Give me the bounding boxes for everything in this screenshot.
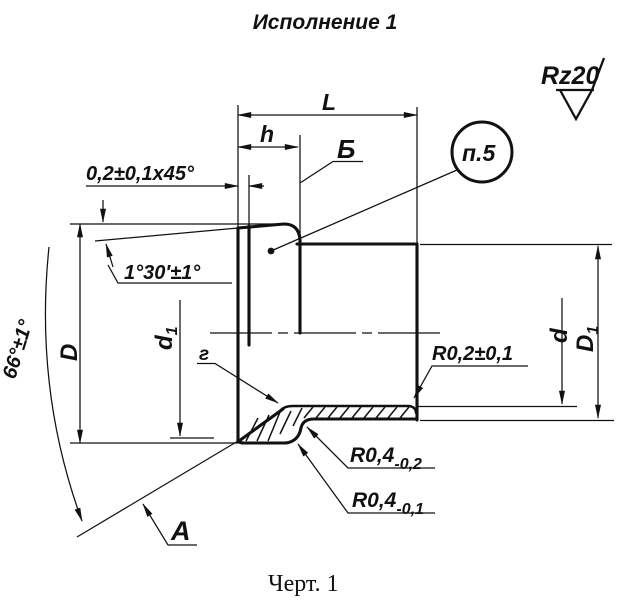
leader-dot: [267, 247, 275, 255]
leader-lines: [142, 160, 528, 546]
hatch-line: [279, 410, 292, 435]
leader-r04-lower: [297, 443, 435, 514]
callout-text: п.5: [462, 140, 496, 166]
hatch-line: [303, 406, 314, 419]
leader-r04-upper: [306, 426, 435, 469]
dimension-lines: [44, 112, 601, 522]
dim-D-label: D: [56, 344, 83, 361]
dim-d-label: d: [546, 327, 573, 343]
dim-cone-angle-arc: [44, 246, 83, 522]
label-b-face: Б: [337, 134, 355, 164]
hatch-line: [399, 406, 410, 419]
hatch-line: [315, 406, 326, 419]
roughness-symbol: Rz20: [541, 57, 606, 122]
dim-taper-leader: [107, 264, 232, 284]
cone-surface-line: [237, 407, 285, 443]
hatch-line: [363, 406, 374, 419]
hatch-line: [351, 406, 362, 419]
taper-extension-line: [94, 227, 239, 242]
hatch-line: [245, 417, 259, 442]
cone-a-extension-line: [76, 440, 239, 538]
dim-r04-upper-label: R0,4-0,2: [350, 444, 422, 473]
figure-caption: Черт. 1: [268, 571, 339, 597]
leader-a-view: [142, 503, 197, 546]
dim-h-label: h: [260, 121, 274, 147]
hatch-line: [327, 406, 338, 419]
dim-L-label: L: [322, 89, 336, 115]
dim-taper-label: 1°30′±1°: [124, 262, 201, 284]
taper-top-and-step-line: [236, 222, 302, 335]
dim-D1-label: D1: [572, 326, 602, 352]
hatch-line: [339, 406, 350, 419]
leader-fillet-g: [197, 362, 279, 404]
dim-r04-lower-label: R0,4-0,1: [352, 489, 424, 518]
dim-chamfer-label: 0,2±0,1x45°: [86, 163, 195, 185]
hatch-line: [375, 406, 386, 419]
roughness-value: Rz20: [541, 62, 599, 90]
dim-d1-label: d1: [151, 326, 181, 350]
hatch-line: [292, 407, 303, 427]
dim-cone-angle-label: 66°±1°: [0, 316, 38, 381]
label-a-view: А: [170, 516, 191, 546]
dim-taper-arrow-up: [105, 243, 114, 268]
roughness-check-icon: [556, 57, 606, 122]
dim-r02-label: R0,2±0,1: [432, 343, 513, 365]
hatch-line: [256, 414, 270, 442]
hatching: [245, 406, 410, 442]
label-fillet-g: г: [199, 344, 209, 365]
hatch-line: [267, 411, 281, 442]
hatch-line: [387, 406, 398, 419]
extension-lines: [70, 105, 614, 538]
callout-p5: п.5: [450, 120, 514, 184]
leader-r02: [413, 365, 528, 399]
page-title: Исполнение 1: [253, 11, 398, 34]
callout-circle: [450, 120, 514, 184]
leader-callout-p5: [270, 169, 458, 252]
leader-b-face: [299, 160, 363, 184]
